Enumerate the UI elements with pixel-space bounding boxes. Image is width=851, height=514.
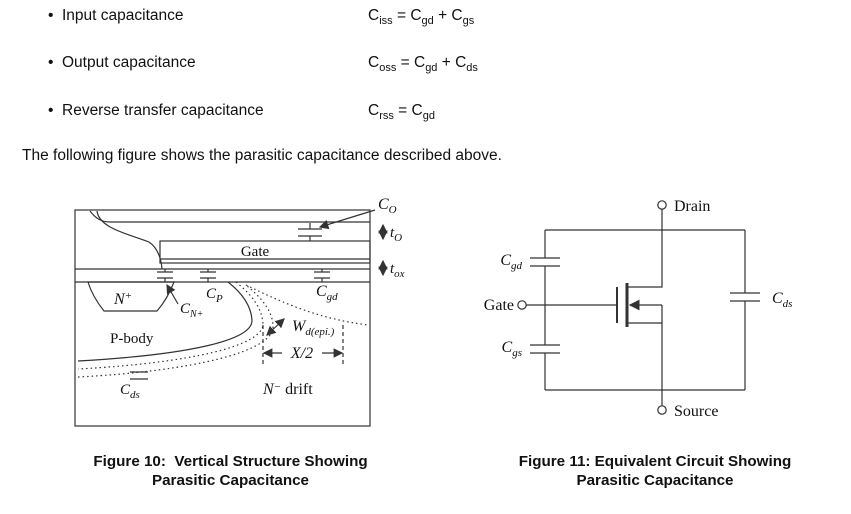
oxide-capacitor-symbols <box>157 269 330 282</box>
formula-text: C <box>368 102 380 119</box>
cds-capacitor-symbol <box>730 292 760 302</box>
depletion-dotted-curve-3 <box>245 284 369 326</box>
formula-sub: gs <box>462 15 475 28</box>
formula-text: = C <box>393 102 423 119</box>
label-cgd: Cgd <box>500 252 522 272</box>
formula-text: = C <box>392 7 422 24</box>
formula-crss: Crss = Cgd <box>368 102 435 123</box>
label-x2: X/2 <box>290 345 313 362</box>
formula-text: + C <box>437 54 467 71</box>
label-cds: Cds <box>772 290 792 310</box>
bullet-reverse-transfer-capacitance: • Reverse transfer capacitance Crss = Cgd <box>48 102 851 124</box>
formula-ciss: Ciss = Cgd + Cgs <box>368 7 475 28</box>
device-outline-box <box>74 209 371 427</box>
formula-text: C <box>368 54 380 71</box>
circuit-outer-wires <box>544 229 746 391</box>
bullet-icon: • <box>48 7 54 24</box>
gate-terminal <box>517 300 527 310</box>
formula-text: = C <box>396 54 426 71</box>
cn-leader-arrow <box>166 283 179 305</box>
bullet-input-capacitance: • Input capacitance Ciss = Cgd + Cgs <box>48 7 851 29</box>
formula-text: + C <box>433 7 463 24</box>
cds-capacitor-symbol <box>130 371 148 380</box>
label-cgs: Cgs <box>502 339 522 359</box>
figure10-linework <box>74 209 388 427</box>
pbody-junction-curve <box>77 281 253 362</box>
intro-paragraph: The following figure shows the parasitic… <box>22 147 502 164</box>
co-capacitor-symbol <box>298 223 322 241</box>
formula-sub: iss <box>379 15 393 28</box>
figure11-caption: Figure 11: Equivalent Circuit Showing Pa… <box>458 452 851 490</box>
label-to: tO <box>390 225 402 244</box>
label-n-plus: N+ <box>113 290 132 308</box>
label-cn: CN+ <box>180 301 203 320</box>
formula-sub: oss <box>379 62 397 75</box>
source-metal-curve <box>96 210 163 270</box>
figure11-caption-line1: Figure 11: Equivalent Circuit Showing <box>518 453 792 470</box>
figure10-diagram: CO tO tox Gate N+ CN+ CP Cgd P-body Wd(e… <box>74 196 405 427</box>
formula-sub: rss <box>379 110 394 123</box>
formula-sub: gd <box>425 62 438 75</box>
depletion-dotted-curve-2 <box>77 284 274 378</box>
bullet-label: Reverse transfer capacitance <box>62 102 264 119</box>
label-drain: Drain <box>674 198 710 215</box>
label-pbody: P-body <box>110 331 154 347</box>
bullet-label: Output capacitance <box>62 54 196 71</box>
cgd-capacitor-symbol <box>530 257 560 267</box>
source-wire <box>627 305 663 406</box>
label-tox: tox <box>390 261 405 280</box>
label-gate: Gate <box>484 297 514 314</box>
cgs-capacitor-symbol <box>530 344 560 354</box>
bullet-output-capacitance: • Output capacitance Coss = Cgd + Cds <box>48 54 851 76</box>
figure10-caption-line1: Figure 10: Vertical Structure Showing <box>93 453 368 470</box>
label-cgd: Cgd <box>316 283 338 303</box>
drain-terminal <box>657 200 667 210</box>
label-wd: Wd(epi.) <box>292 318 335 338</box>
bullet-icon: • <box>48 102 54 119</box>
bullet-label: Input capacitance <box>62 7 184 24</box>
bullet-icon: • <box>48 54 54 71</box>
co-leader-arrow <box>318 209 376 230</box>
formula-sub: gd <box>421 15 434 28</box>
label-source: Source <box>674 403 718 420</box>
figure10-caption-line2: Parasitic Capacitance <box>151 472 310 489</box>
label-cds: Cds <box>120 382 140 401</box>
drain-wire <box>627 209 663 288</box>
figure11-diagram: Drain Gate Source Cgd Cgs Cds <box>484 198 793 420</box>
figure11-caption-line2: Parasitic Capacitance <box>576 472 734 489</box>
top-metal-layer <box>89 210 370 223</box>
figure11-linework <box>517 200 760 415</box>
label-n-drift: N− drift <box>262 381 313 398</box>
formula-sub: gd <box>422 110 435 123</box>
oxide-layer <box>75 268 370 283</box>
depletion-dotted-curve-1 <box>77 281 264 370</box>
wd-dimension-arrow <box>266 318 285 336</box>
label-cp: CP <box>206 286 223 305</box>
formula-sub: ds <box>466 62 478 75</box>
figure10-caption: Figure 10: Vertical Structure Showing Pa… <box>38 452 423 490</box>
gate-electrode <box>159 240 371 264</box>
label-gate: Gate <box>241 244 270 260</box>
label-co: CO <box>378 196 397 216</box>
formula-coss: Coss = Cgd + Cds <box>368 54 478 75</box>
formula-text: C <box>368 7 380 24</box>
source-terminal <box>657 405 667 415</box>
